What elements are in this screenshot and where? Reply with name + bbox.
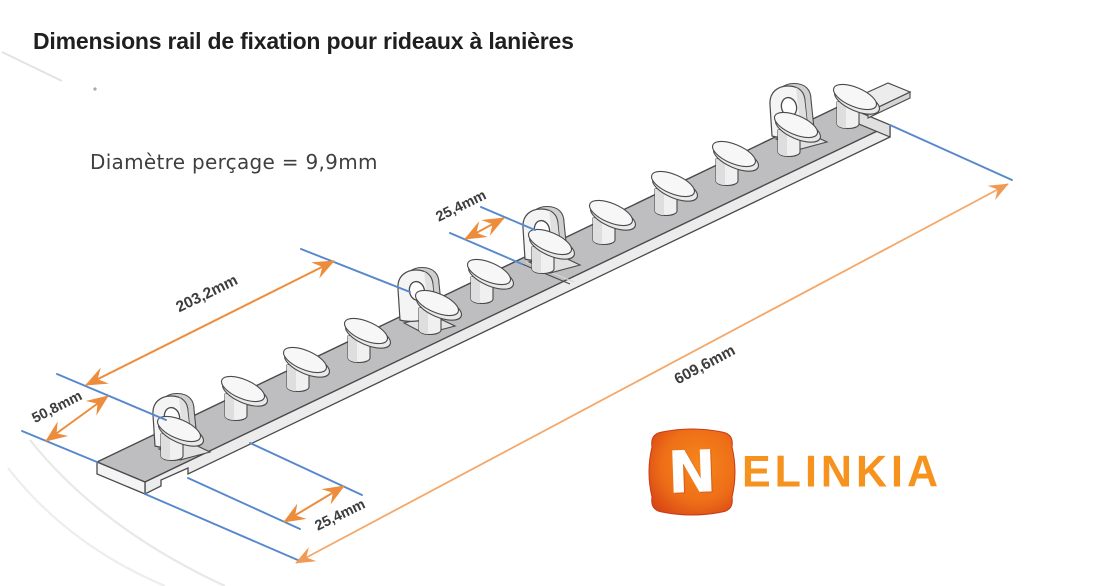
extension-line-notch (187, 477, 301, 530)
extension-line-seam (449, 232, 523, 265)
extension-line-bracket1-hole (56, 373, 167, 421)
extension-line-rail-left-corner (21, 430, 98, 463)
extension-line-right-end (889, 124, 1013, 181)
logo-badge: N (648, 428, 736, 516)
dim-arrow-25-4-top (464, 217, 505, 240)
dim-label-50-8: 50,8mm (29, 388, 84, 427)
dim-label-203-2: 203,2mm (173, 272, 240, 316)
extension-line-bottom-mid (249, 442, 363, 496)
logo-badge-letter: N (666, 437, 718, 507)
extension-line-bracket2-hole (300, 248, 411, 293)
logo-badge-shape (648, 428, 736, 516)
dim-arrow-609-6 (295, 183, 1009, 564)
dim-arrow-203-2 (85, 260, 335, 386)
logo-wordmark: ELINKIA (742, 446, 942, 497)
drill-diameter-note: Diamètre perçage = 9,9mm (90, 150, 378, 174)
background-artifacts (1, 51, 226, 586)
dim-arrow-50-8 (45, 395, 109, 442)
extension-line-bottom-left (144, 493, 301, 562)
nelinkia-logo: N ELINKIA (648, 428, 942, 516)
page-title: Dimensions rail de fixation pour rideaux… (33, 28, 574, 54)
dimension-arrows (45, 183, 1009, 564)
dim-label-609-6: 609,6mm (672, 342, 739, 388)
